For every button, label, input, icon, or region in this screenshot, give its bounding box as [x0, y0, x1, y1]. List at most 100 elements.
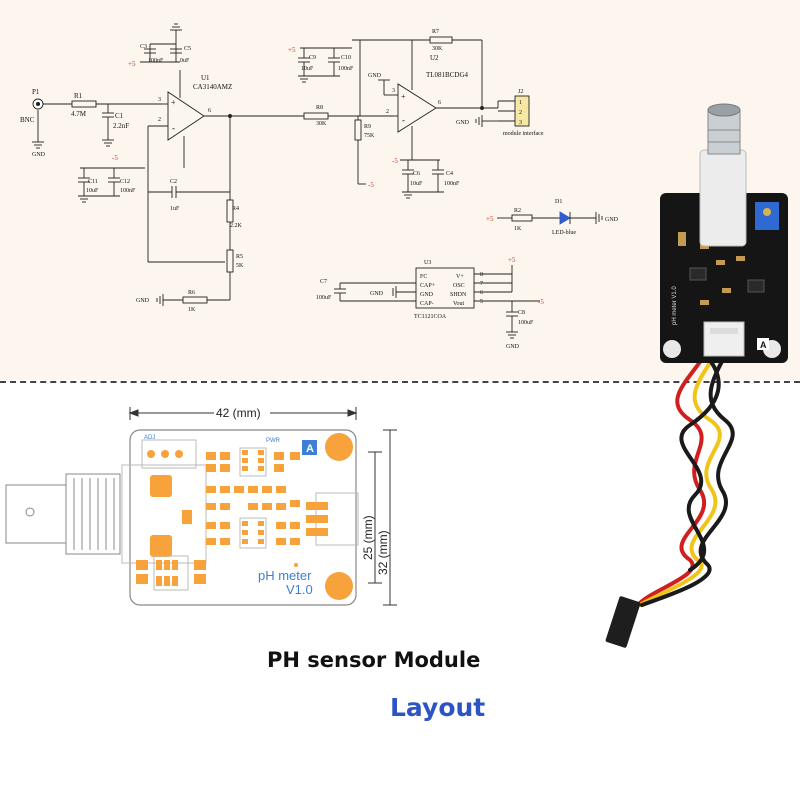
smd-part — [722, 288, 731, 293]
j2-pin3: 3 — [519, 120, 522, 126]
smd-pad — [274, 452, 284, 460]
c12-value: 100nF — [120, 188, 136, 194]
layout-a-mark-text: A — [306, 443, 314, 455]
bnc-connector-p1 — [32, 98, 72, 149]
c5-label: C5 — [184, 46, 191, 52]
adj-label: ADJ — [144, 435, 155, 441]
j2-desc: module interface — [503, 130, 544, 137]
u1-pin6: 6 — [208, 108, 211, 114]
neg5-u2: -5 — [392, 157, 398, 165]
smd-pad — [206, 452, 216, 460]
u2-minus: - — [402, 115, 405, 125]
c3-label: C3 — [140, 44, 147, 50]
c10-label: C10 — [341, 55, 351, 61]
mount-hole-left — [663, 340, 681, 358]
sensor-cable — [636, 348, 735, 607]
gnd-label-r6: GND — [136, 298, 150, 304]
pos5-u2: +5 — [288, 46, 296, 54]
bnc-pad-small — [182, 510, 192, 524]
width-dimension-label: 42 (mm) — [216, 406, 261, 420]
r1-label: R1 — [74, 92, 83, 100]
layout-board-version: V1.0 — [286, 582, 313, 597]
r6-value: 1K — [188, 307, 196, 313]
outer-height-label: 32 (mm) — [376, 530, 390, 575]
r9-value: 75K — [364, 133, 375, 139]
led-blue-d1 — [559, 211, 571, 225]
inner-height-label: 25 (mm) — [361, 515, 375, 560]
bnc-pad — [150, 535, 172, 557]
smd-pad — [220, 464, 230, 472]
j2-pin1: 1 — [519, 100, 522, 106]
r5-label: R5 — [236, 254, 243, 260]
gnd-label-u2: GND — [368, 73, 382, 79]
ic-footprint — [153, 555, 189, 591]
gnd-label-led: GND — [605, 217, 619, 223]
ic-footprint — [239, 447, 267, 477]
r8-label: R8 — [316, 105, 323, 111]
r1-value: 4.7M — [71, 110, 87, 118]
adj-pad — [175, 450, 183, 458]
r7-label: R7 — [432, 29, 439, 35]
jst-pad — [306, 502, 328, 510]
section-divider — [0, 381, 800, 383]
u2-pin3: 3 — [392, 88, 395, 94]
jst-connector-slot — [710, 328, 738, 334]
layout-dot — [294, 563, 298, 567]
u1-pin3: 3 — [158, 97, 161, 103]
adj-footprint — [141, 439, 197, 469]
jst-pad — [306, 515, 328, 523]
c5-value: 0uF — [180, 58, 190, 64]
c1-value: 2.2nF — [113, 122, 129, 130]
opamp-u1 — [167, 91, 205, 141]
u2-pin2: 2 — [386, 109, 389, 115]
u2-plus: + — [401, 92, 406, 101]
smd-pad — [274, 464, 284, 472]
c9-label: C9 — [309, 55, 316, 61]
c8-value: 100uF — [518, 320, 534, 326]
pos5-u3: +5 — [508, 256, 516, 264]
jst-pad — [306, 528, 328, 536]
u3-pin-capp: CAP+ — [420, 283, 436, 289]
layout-bnc-connector — [5, 473, 121, 555]
r6-label: R6 — [188, 290, 195, 296]
u3-pin5: 5 — [480, 299, 483, 305]
neg5-u1: -5 — [112, 154, 118, 162]
u3-pin-fc: FC — [420, 274, 427, 280]
potentiometer-screw — [763, 208, 771, 216]
u3-pin7: 7 — [480, 281, 483, 287]
u3-pin-vout: Vout — [453, 301, 465, 307]
c7-value: 100uF — [316, 295, 332, 301]
c2-label: C2 — [170, 179, 177, 185]
adj-pad — [161, 450, 169, 458]
r8-value: 30K — [316, 121, 327, 127]
u1-label: U1 — [201, 74, 210, 82]
j2-label: J2 — [518, 89, 523, 95]
u3-pin-osc: OSC — [453, 283, 465, 289]
ic-chip-1 — [689, 267, 707, 281]
c3-value: 100nF — [148, 58, 164, 64]
pcb-board — [660, 193, 788, 363]
u3-pin6: 6 — [480, 290, 483, 296]
board-silk-text: pH meter V1.0 — [672, 286, 678, 325]
adj-pad — [147, 450, 155, 458]
c11-label: C11 — [88, 179, 98, 185]
width-label-bg — [214, 405, 270, 419]
u3-pin-gnd: GND — [420, 292, 434, 298]
layout-board-name: pH meter — [258, 568, 312, 583]
neg5-u3: -5 — [538, 298, 544, 306]
dupont-plug — [605, 596, 641, 648]
c10-value: 100nF — [338, 66, 354, 72]
u3-pin8: 8 — [480, 272, 483, 278]
c4-value: 100nF — [444, 181, 460, 187]
smd-part — [678, 232, 686, 246]
d1-desc: LED-blue — [552, 230, 576, 236]
j2-pin2: 2 — [519, 110, 522, 116]
p1-label: P1 — [32, 88, 40, 96]
r2-label: R2 — [514, 208, 521, 214]
c11-value: 10uF — [86, 188, 99, 194]
ic-chip-2 — [747, 279, 765, 293]
smd-part — [716, 260, 725, 265]
r2-value: 1K — [514, 226, 522, 232]
